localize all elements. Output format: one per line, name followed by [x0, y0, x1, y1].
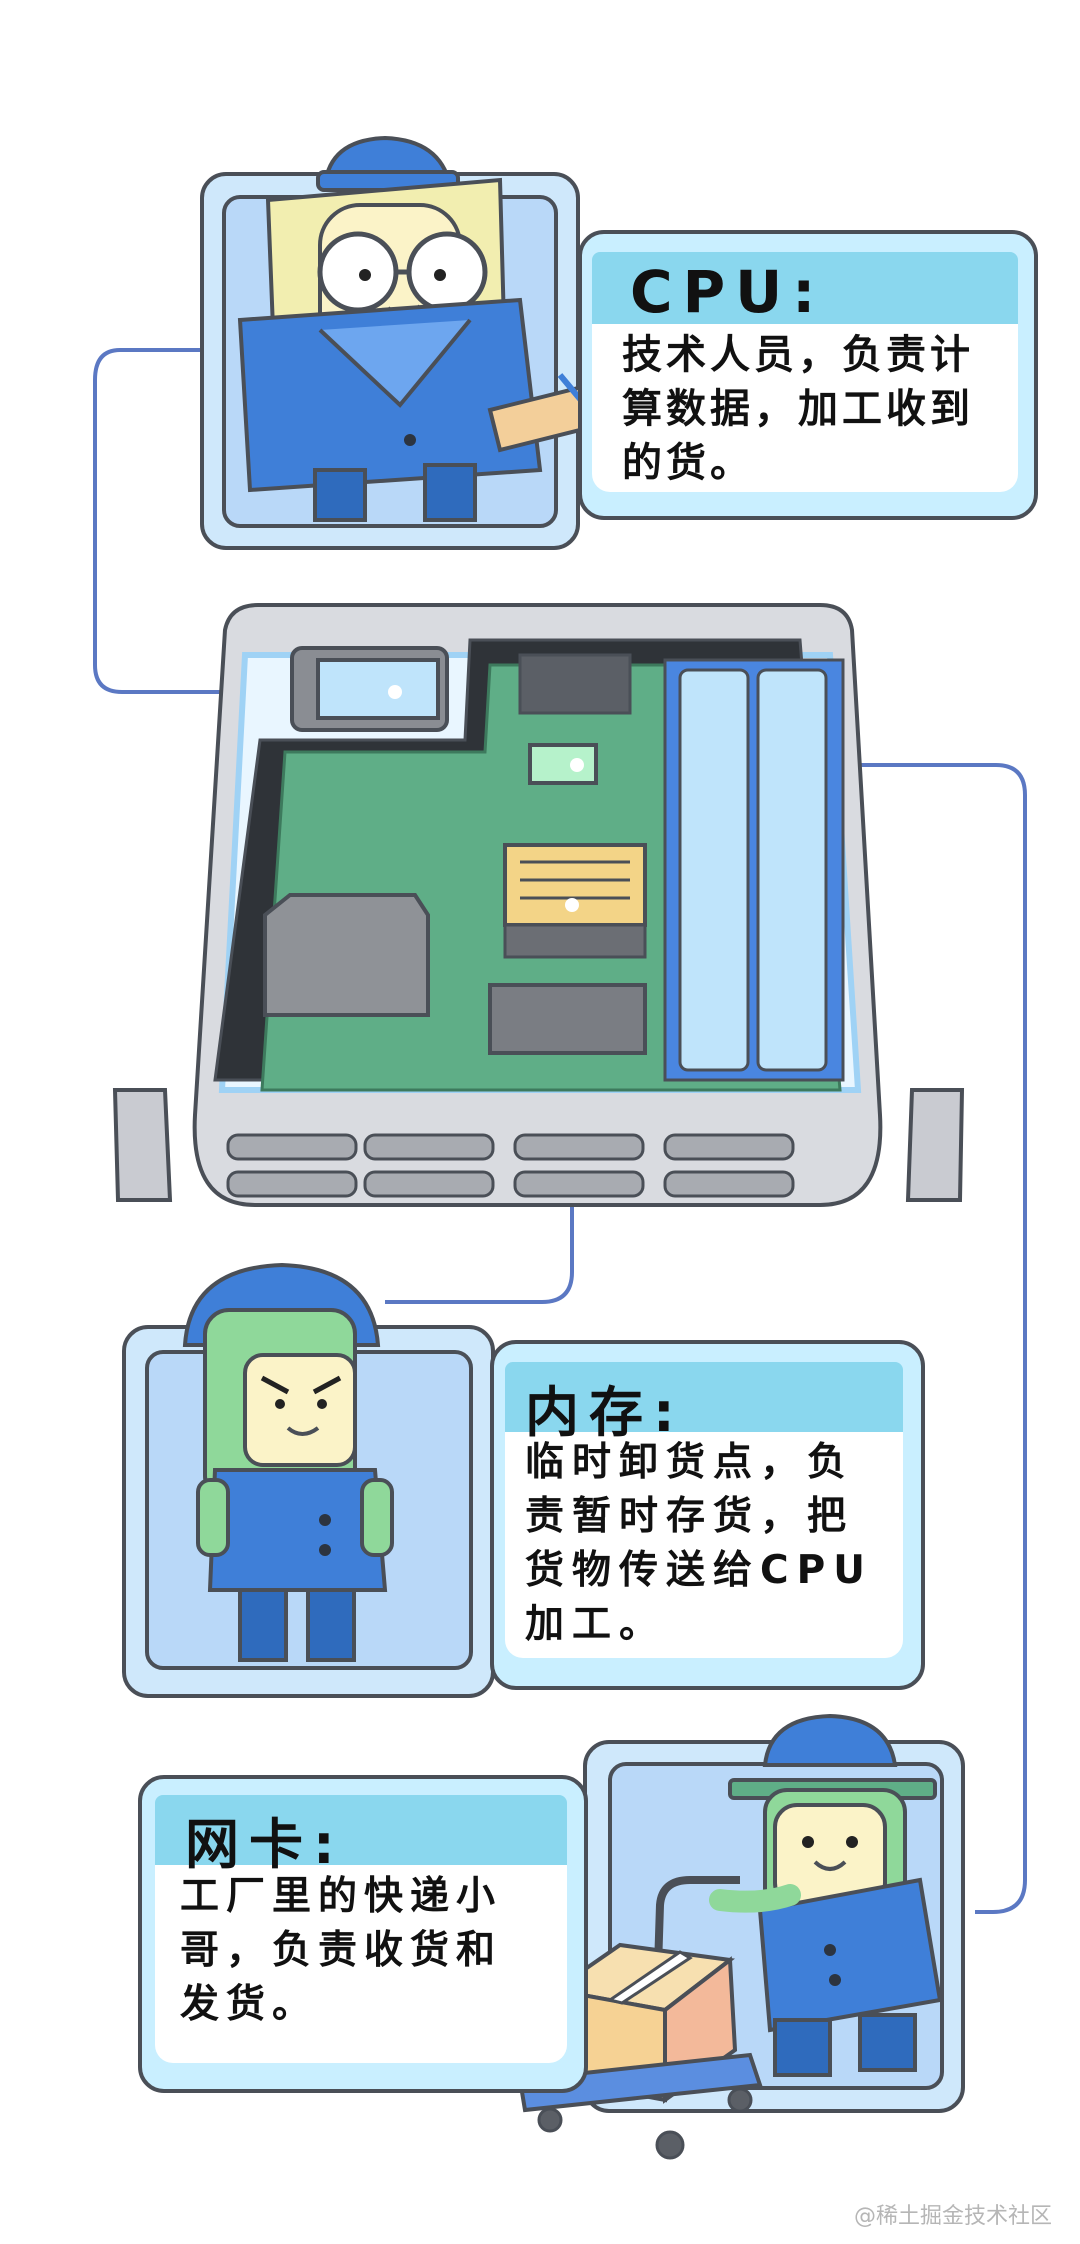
memory-description: 临时卸货点，负 责暂时存货，把 货物传送给CPU 加工。 — [525, 1440, 873, 1647]
cpu-connector-line — [93, 348, 395, 694]
memory-connector-line — [385, 905, 574, 1304]
watermark-text: @稀土掘金技术社区 — [853, 2204, 1052, 2229]
nic-description: 工厂里的快递小 哥，负责收货和 发货。 — [180, 1874, 503, 2027]
nic-title: 网卡: — [185, 1813, 345, 1876]
cpu-description: 技术人员，负责计 算数据，加工收到 的货。 — [622, 332, 974, 486]
memory-title-band — [505, 1362, 903, 1432]
nic-title-band — [155, 1795, 567, 1865]
nic-connector-line — [577, 763, 1027, 1914]
memory-title: 内存: — [525, 1381, 685, 1444]
cpu-title: CPU: — [630, 258, 826, 326]
cpu-title-band — [592, 252, 1018, 324]
